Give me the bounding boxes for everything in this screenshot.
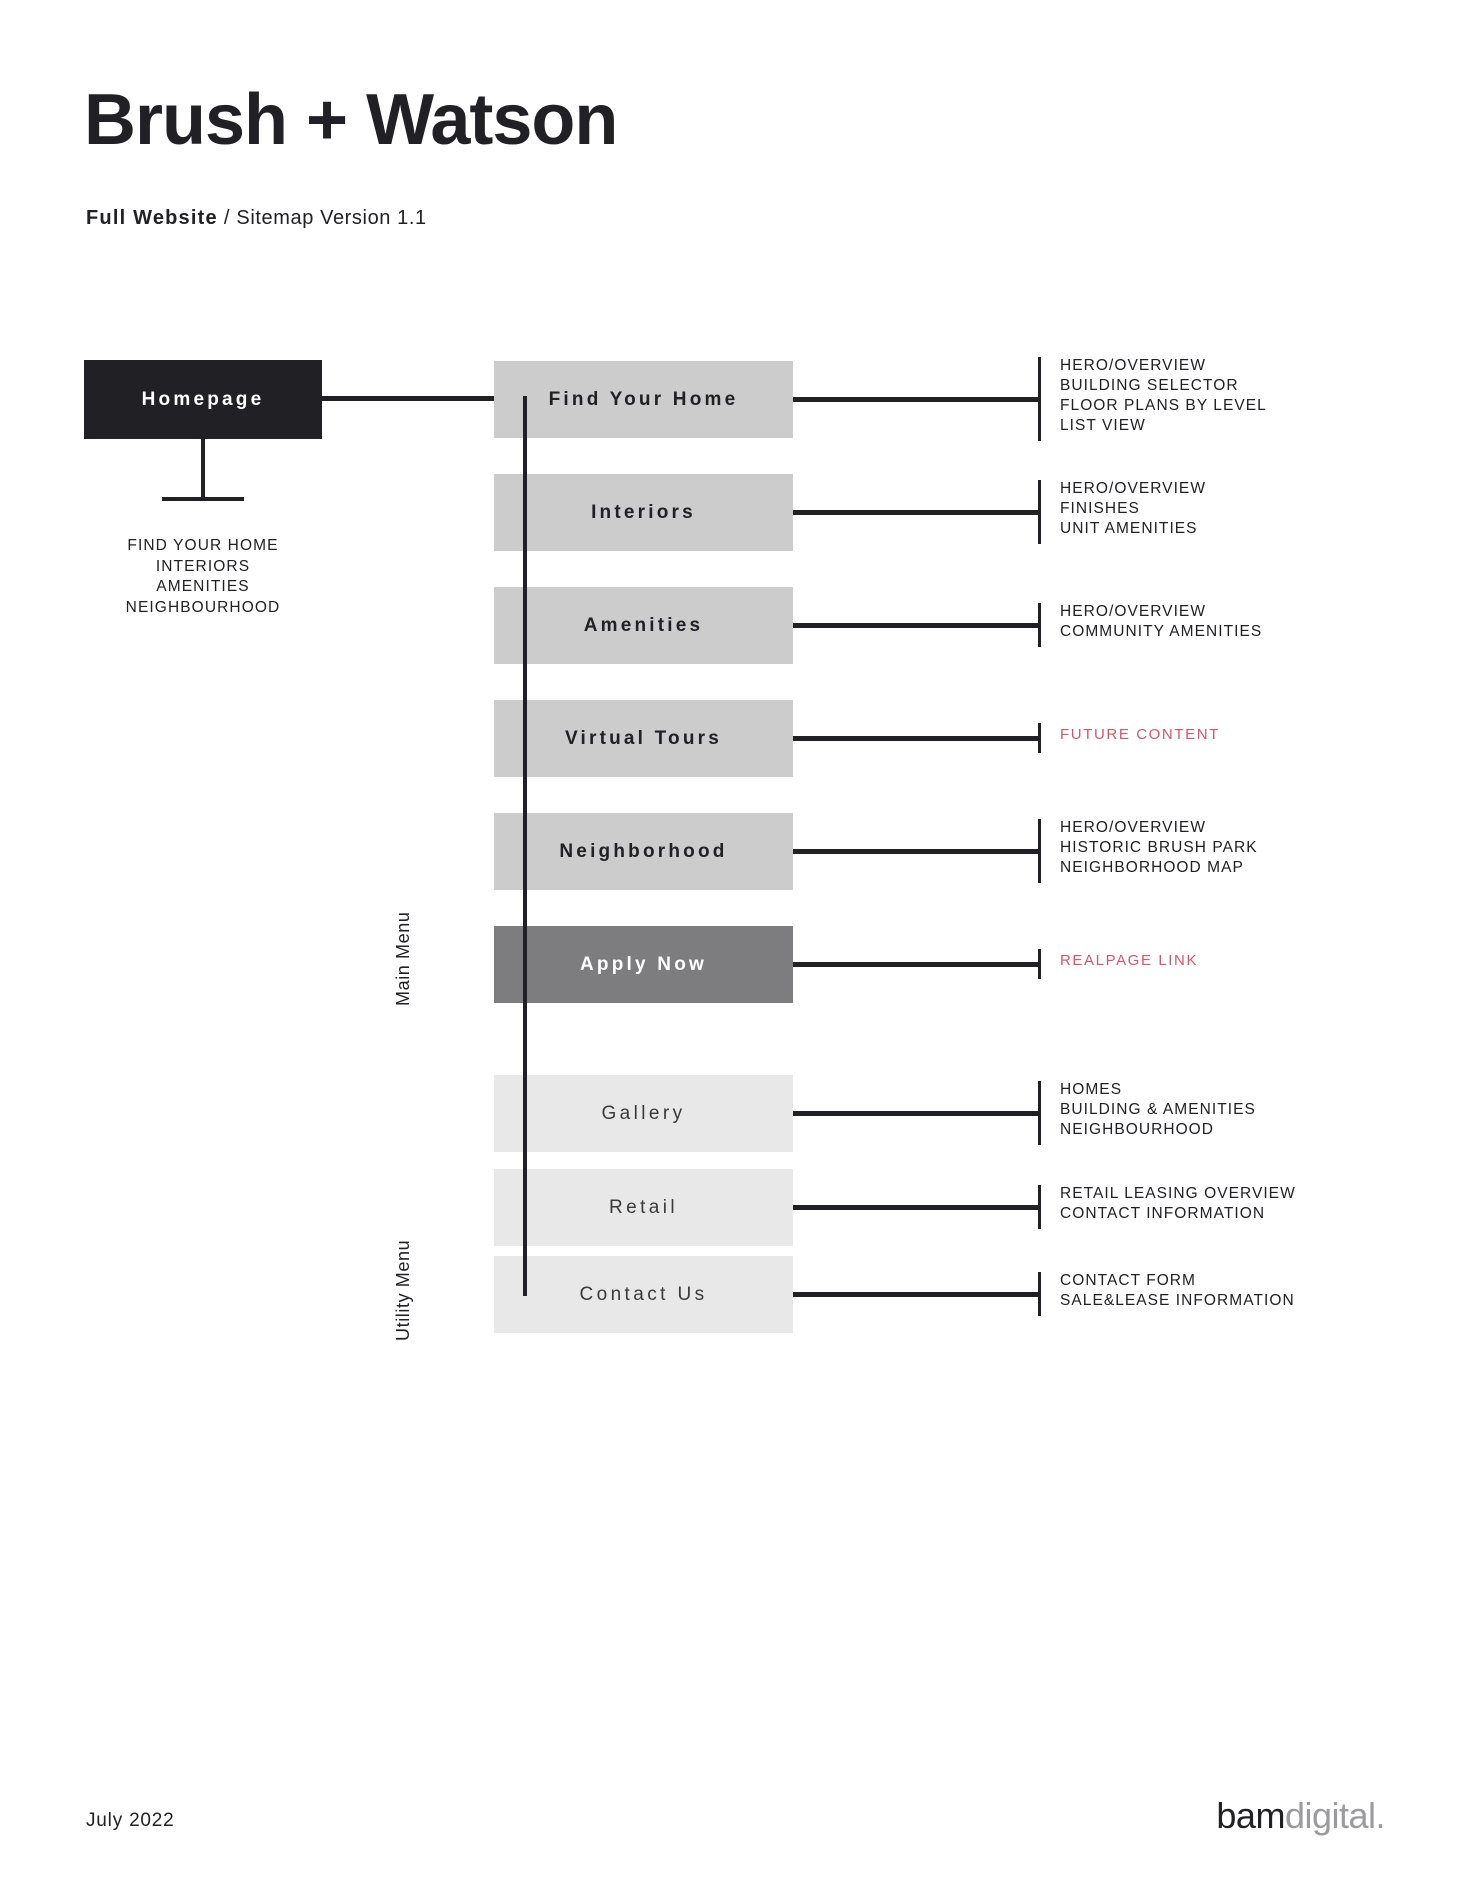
note-line: HERO/OVERVIEW [1060,357,1206,374]
note-line: UNIT AMENITIES [1060,520,1198,537]
node-label: Contact Us [579,1283,708,1305]
notes-interiors: HERO/OVERVIEW FINISHES UNIT AMENITIES [1060,479,1206,539]
page-subtitle: Full Website/Sitemap Version 1.1 [86,208,427,228]
group-label-utility-menu: Utility Menu [393,1239,413,1341]
note-line: LIST VIEW [1060,417,1146,434]
note-bar-interiors [1038,480,1041,544]
note-line: BUILDING SELECTOR [1060,377,1239,394]
note-line: CONTACT INFORMATION [1060,1205,1266,1222]
note-line: REALPAGE LINK [1060,952,1199,969]
homepage-tbar [162,497,244,501]
note-bar-retail [1038,1185,1041,1229]
note-stub-contact-us [793,1292,1038,1297]
node-label: Retail [609,1196,678,1218]
node-label: Virtual Tours [564,727,723,749]
subtitle-version: Sitemap Version 1.1 [236,207,427,229]
note-line: HERO/OVERVIEW [1060,603,1206,620]
note-line: FINISHES [1060,500,1140,517]
homepage-child-item: NEIGHBOURHOOD [125,598,281,616]
node-label: Find Your Home [548,388,739,410]
note-line: CONTACT FORM [1060,1272,1197,1289]
logo-primary: bam [1216,1795,1285,1836]
node-retail[interactable]: Retail [494,1168,793,1246]
page-title: Brush + Watson [84,80,618,160]
node-amenities[interactable]: Amenities [494,586,793,664]
notes-retail: RETAIL LEASING OVERVIEW CONTACT INFORMATI… [1060,1184,1296,1224]
note-stub-interiors [793,510,1038,515]
homepage-to-trunk [322,396,494,401]
note-bar-amenities [1038,603,1041,647]
node-label: Neighborhood [559,840,728,862]
note-bar-virtual-tours [1038,723,1041,753]
note-bar-contact-us [1038,1272,1041,1316]
note-stub-amenities [793,623,1038,628]
subtitle-separator: / [223,207,231,229]
note-stub-find-your-home [793,397,1038,402]
note-stub-retail [793,1205,1038,1210]
node-label: Interiors [591,501,696,523]
note-bar-neighborhood [1038,819,1041,883]
homepage-child-item: AMENITIES [156,578,250,595]
notes-neighborhood: HERO/OVERVIEW HISTORIC BRUSH PARK NEIGHBOR… [1060,818,1258,878]
note-bar-find-your-home [1038,357,1041,441]
note-stub-virtual-tours [793,736,1038,741]
notes-virtual-tours: FUTURE CONTENT [1060,725,1220,745]
homepage-child-item: INTERIORS [155,557,251,575]
main-trunk [523,396,527,1296]
bam-digital-logo: bamdigital. [1216,1798,1385,1834]
node-virtual-tours[interactable]: Virtual Tours [494,699,793,777]
notes-find-your-home: HERO/OVERVIEW BUILDING SELECTOR FLOOR PLAN… [1060,356,1267,436]
note-line: NEIGHBOURHOOD [1060,1121,1215,1138]
node-label: Gallery [601,1102,686,1124]
group-label-main-menu: Main Menu [393,911,413,1006]
node-interiors[interactable]: Interiors [494,473,793,551]
note-line: FLOOR PLANS BY LEVEL [1060,397,1267,414]
note-line: RETAIL LEASING OVERVIEW [1060,1185,1296,1202]
note-line: HISTORIC BRUSH PARK [1060,839,1258,856]
node-contact-us[interactable]: Contact Us [494,1255,793,1333]
node-homepage[interactable]: Homepage [84,360,322,439]
note-line: HERO/OVERVIEW [1060,819,1206,836]
homepage-stem [201,439,205,501]
logo-secondary: digital. [1284,1795,1386,1836]
note-line: NEIGHBORHOOD MAP [1060,859,1244,876]
notes-gallery: HOMES BUILDING & AMENITIES NEIGHBOURHOOD [1060,1080,1256,1140]
homepage-child-item: FIND YOUR HOME [127,537,279,554]
notes-amenities: HERO/OVERVIEW COMMUNITY AMENITIES [1060,602,1262,642]
note-stub-apply-now [793,962,1038,967]
node-neighborhood[interactable]: Neighborhood [494,812,793,890]
node-label: Amenities [583,614,704,636]
node-find-your-home[interactable]: Find Your Home [494,360,793,438]
node-gallery[interactable]: Gallery [494,1074,793,1152]
note-bar-gallery [1038,1081,1041,1145]
note-stub-neighborhood [793,849,1038,854]
homepage-children-list: FIND YOUR HOME INTERIORS AMENITIES NEIGHBOU… [53,536,353,618]
node-apply-now[interactable]: Apply Now [494,925,793,1003]
notes-contact-us: CONTACT FORM SALE&LEASE INFORMATION [1060,1271,1295,1311]
note-line: HERO/OVERVIEW [1060,480,1206,497]
node-label: Apply Now [580,953,707,975]
node-label: Homepage [141,389,265,410]
note-line: HOMES [1060,1081,1123,1098]
notes-apply-now: REALPAGE LINK [1060,951,1198,971]
note-stub-gallery [793,1111,1038,1116]
note-bar-apply-now [1038,949,1041,979]
subtitle-strong: Full Website [86,207,218,229]
note-line: COMMUNITY AMENITIES [1060,623,1263,640]
note-line: SALE&LEASE INFORMATION [1060,1292,1295,1309]
note-line: FUTURE CONTENT [1060,726,1220,743]
note-line: BUILDING & AMENITIES [1060,1101,1256,1118]
footer-date: July 2022 [86,1810,175,1831]
